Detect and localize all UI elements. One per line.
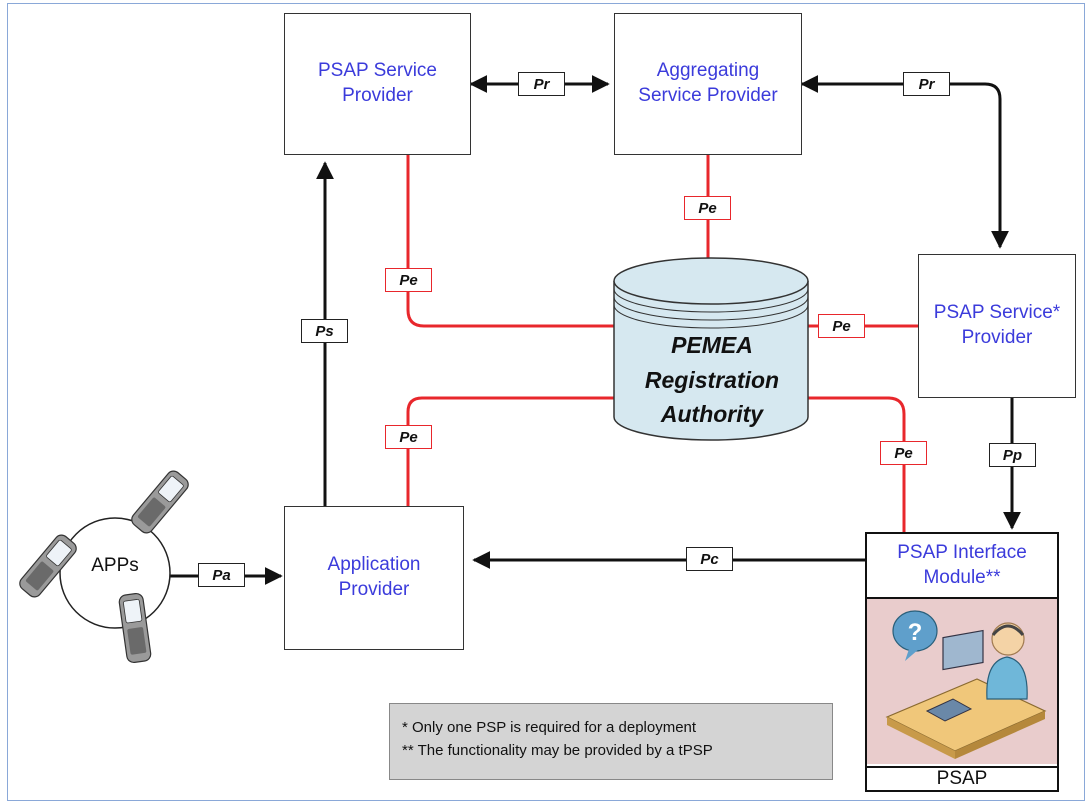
psap-service-provider-top: PSAP Service Provider: [284, 13, 471, 155]
footnote-line: * Only one PSP is required for a deploym…: [402, 719, 697, 736]
aggregating-service-provider: Aggregating Service Provider: [614, 13, 802, 155]
diagram-frame: [7, 3, 1085, 801]
pe-link-psap-interface: [808, 396, 906, 534]
svg-text:?: ?: [908, 619, 923, 646]
interface-label-pc: Pc: [686, 547, 733, 571]
interface-label-ps: Ps: [301, 319, 348, 343]
footnote-box: * Only one PSP is required for a deploym…: [389, 703, 833, 780]
pr-right-arrow: [800, 75, 1009, 249]
interface-label-pe: Pe: [818, 314, 865, 338]
pe-link-psap-sp-top: [406, 155, 614, 328]
application-provider: Application Provider: [284, 506, 464, 650]
interface-label-pe: Pe: [684, 196, 731, 220]
interface-label-pr: Pr: [518, 72, 565, 96]
phone-icon: [19, 534, 77, 598]
psap-label: PSAP: [867, 766, 1057, 790]
interface-label-pe: Pe: [880, 441, 927, 465]
pe-link-application-provider: [406, 396, 614, 506]
interface-label-pe: Pe: [385, 268, 432, 292]
psap-service-provider-right: PSAP Service* Provider: [918, 254, 1076, 398]
psap-container: [865, 532, 1059, 792]
psap-interface-module: PSAP Interface Module**: [897, 542, 1027, 588]
psap-illustration-area: ?: [867, 599, 1057, 764]
footnote-line: ** The functionality may be provided by …: [402, 742, 713, 760]
phone-icon: [118, 592, 152, 664]
operator-icon: ?: [885, 610, 1047, 759]
interface-label-pr: Pr: [903, 72, 950, 96]
interface-label-pe: Pe: [385, 425, 432, 449]
registration-authority-database: [613, 257, 809, 441]
pim-divider: [867, 597, 1057, 599]
registration-authority-label: PEMEA Registration Authority: [644, 332, 780, 427]
interface-label-pp: Pp: [989, 443, 1036, 467]
phone-icon: [131, 470, 189, 534]
apps-label: APPs: [91, 555, 139, 576]
interface-label-pa: Pa: [198, 563, 245, 587]
